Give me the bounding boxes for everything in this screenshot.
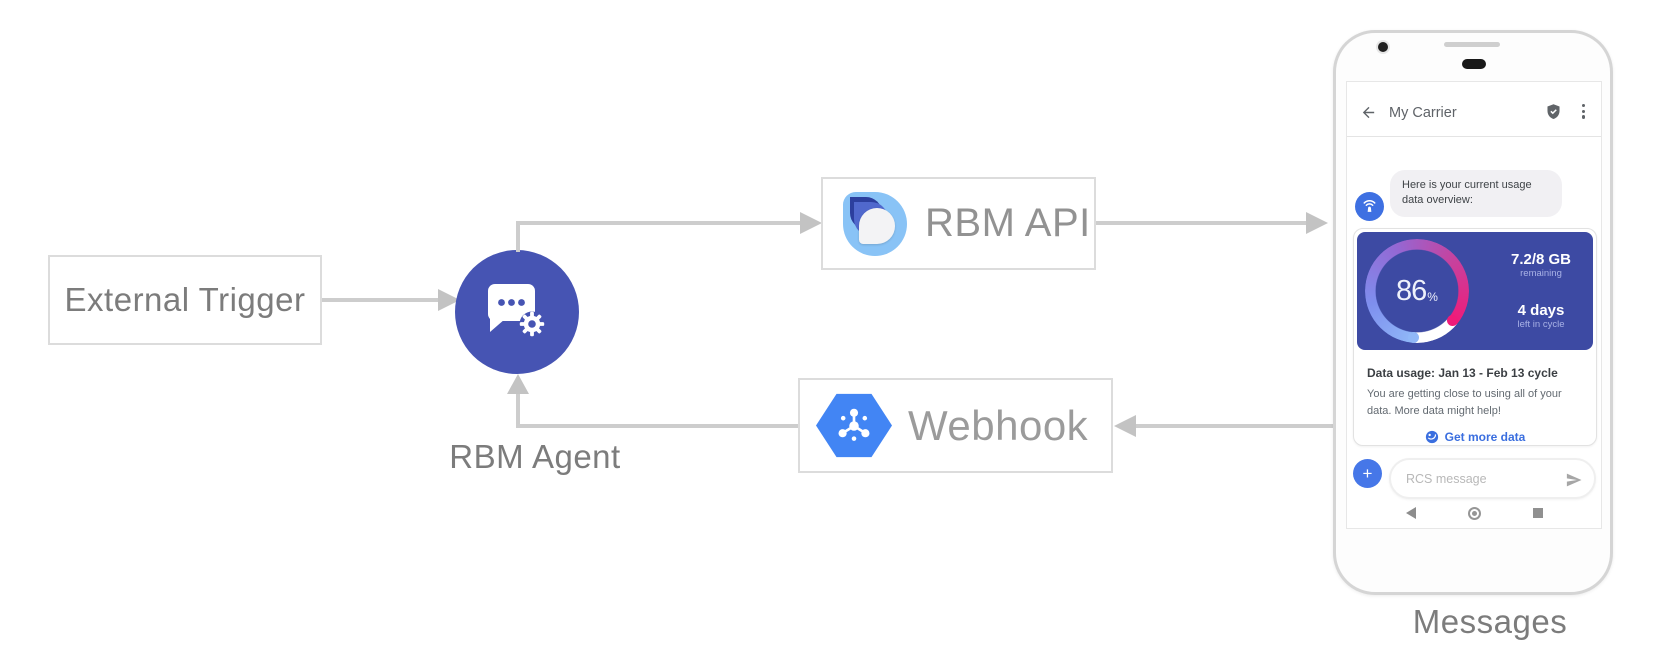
get-more-data-label: Get more data [1444, 430, 1526, 444]
usage-gauge-panel: 86 % 7.2/8 GB remaining 4 days left in c… [1357, 232, 1593, 350]
arrow-agent-to-api-vertical [516, 223, 520, 252]
cycle-title: Data usage: Jan 13 - Feb 13 cycle [1367, 366, 1558, 380]
message-composer [1389, 458, 1596, 499]
arrow-trigger-to-agent-head [438, 289, 460, 311]
rbm-api-label: RBM API [925, 201, 1091, 245]
agent-avatar [1355, 192, 1384, 221]
usage-percent-sign: % [1427, 289, 1438, 304]
get-more-data-button[interactable]: Get more data [1367, 430, 1583, 444]
arrow-api-to-phone-head [1306, 212, 1328, 234]
chat-bubble-gear-icon [488, 284, 545, 337]
chat-header: My Carrier [1347, 82, 1601, 137]
rcs-message-input[interactable] [1406, 466, 1556, 492]
arrow-trigger-to-agent-line [322, 298, 440, 302]
webhook-box: Webhook [798, 378, 1113, 473]
nav-home-icon[interactable] [1467, 506, 1481, 520]
rbm-api-logo-icon [843, 191, 907, 256]
arrow-webhook-to-agent-head [507, 374, 529, 394]
arrow-phone-to-webhook-line [1136, 424, 1334, 428]
quota-label: remaining [1520, 268, 1562, 279]
messages-caption: Messages [1412, 603, 1568, 640]
top-speaker-slot [1444, 42, 1500, 47]
add-attachment-button[interactable]: + [1353, 459, 1382, 488]
conversation-title: My Carrier [1389, 105, 1457, 121]
nav-back-icon[interactable] [1405, 507, 1416, 519]
webhook-hexagon-icon [816, 393, 892, 458]
phone-mockup: My Carrier Here is your current usage da… [1333, 30, 1613, 595]
send-icon[interactable] [1565, 471, 1583, 489]
arrow-webhook-to-agent-line [518, 424, 798, 428]
external-trigger-box: External Trigger [48, 255, 322, 345]
arrow-agent-to-api-line [516, 221, 802, 225]
phone-screen: My Carrier Here is your current usage da… [1346, 81, 1602, 529]
rbm-agent-node [455, 250, 579, 374]
arrow-webhook-to-agent-vertical [516, 380, 520, 428]
external-trigger-label: External Trigger [64, 281, 306, 318]
overflow-menu-icon[interactable] [1581, 104, 1585, 119]
cycle-body: You are getting close to using all of yo… [1367, 388, 1562, 417]
usage-gauge: 86 % [1365, 239, 1469, 343]
days-value: 4 days [1517, 302, 1565, 319]
quota-value: 7.2/8 GB [1510, 251, 1572, 268]
rbm-agent-label: RBM Agent [449, 438, 621, 475]
days-label: left in cycle [1517, 319, 1565, 330]
usage-percent: 86 [1396, 274, 1427, 307]
arrow-phone-to-webhook-head [1114, 415, 1136, 437]
nav-recents-icon[interactable] [1532, 508, 1543, 518]
arrow-api-to-phone-line [1096, 221, 1308, 225]
earpiece [1462, 59, 1486, 69]
back-arrow-icon[interactable] [1360, 104, 1377, 121]
antenna-icon [1363, 200, 1376, 212]
rbm-api-box: RBM API [821, 177, 1096, 270]
chat-bubble: Here is your current usage data overview… [1390, 170, 1562, 217]
android-nav-bar [1347, 503, 1601, 523]
front-camera [1378, 42, 1388, 52]
webhook-label: Webhook [908, 401, 1089, 449]
globe-icon [1425, 430, 1438, 444]
verified-badge-icon [1547, 104, 1560, 120]
usage-card: 86 % 7.2/8 GB remaining 4 days left in c… [1353, 228, 1597, 446]
arrow-agent-to-api-head [800, 212, 822, 234]
